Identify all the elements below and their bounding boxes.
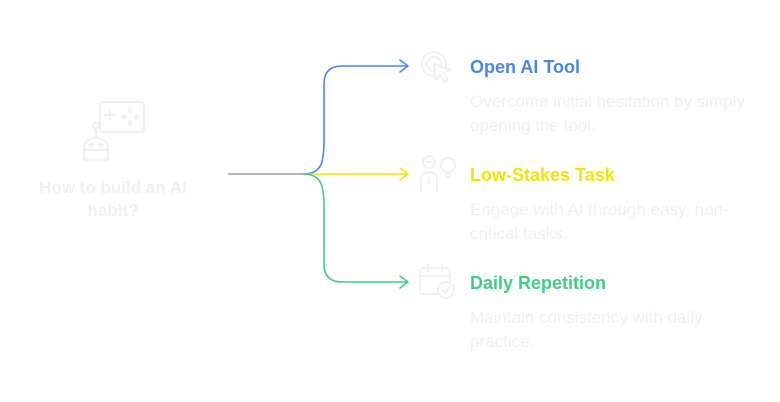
branch-desc-low-stakes-task: Engage with AI through easy, non-critica… bbox=[470, 200, 729, 243]
arrowhead-1 bbox=[399, 59, 409, 73]
cursor-click-icon bbox=[421, 51, 451, 83]
branch-title-open-ai-tool: Open AI Tool bbox=[470, 57, 580, 77]
person-lightbulb-icon bbox=[420, 155, 456, 193]
arrowhead-3 bbox=[399, 275, 409, 289]
branch-title-low-stakes-task: Low-Stakes Task bbox=[470, 165, 615, 185]
branch-title-daily-repetition: Daily Repetition bbox=[470, 273, 607, 293]
arrowhead-2 bbox=[399, 167, 409, 181]
branch-connector-1 bbox=[302, 65, 408, 175]
robot-gamepad-icon bbox=[82, 100, 146, 162]
branch-desc-open-ai-tool: Overcome initial hesitation by simply op… bbox=[470, 92, 745, 135]
root-label: How to build an AI habit? bbox=[39, 178, 187, 220]
branch-connector-3 bbox=[302, 173, 408, 283]
calendar-check-icon bbox=[419, 263, 455, 299]
branch-desc-daily-repetition: Maintain consistency with daily practice… bbox=[470, 308, 703, 351]
